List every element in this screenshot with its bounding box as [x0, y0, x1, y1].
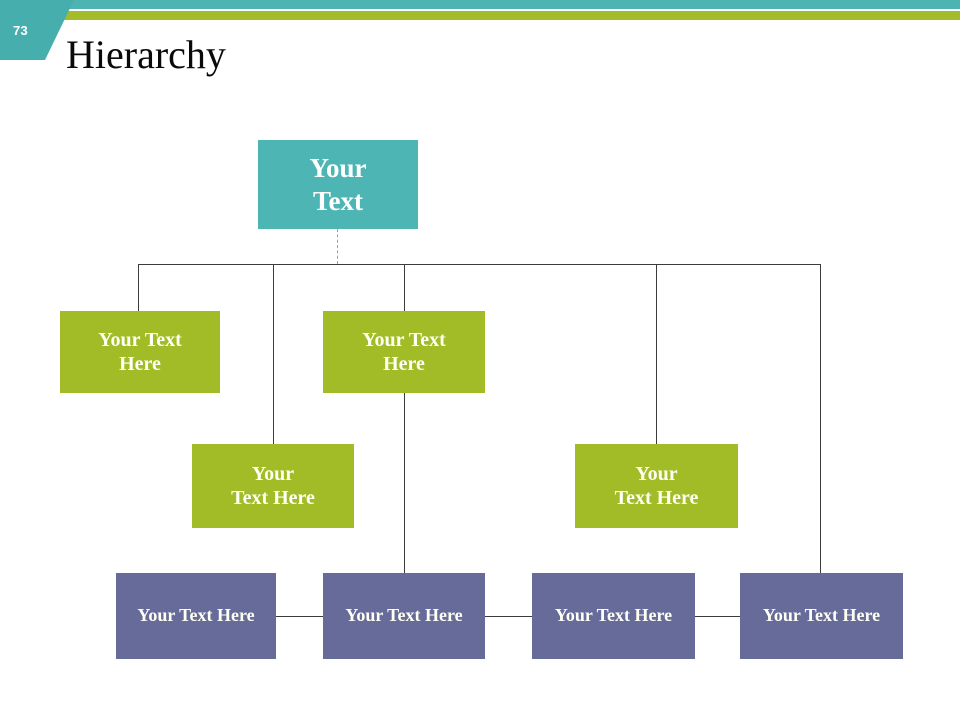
top-olive-bar — [0, 11, 960, 20]
node-level2-1-line1: Your Text — [98, 328, 182, 351]
connector-drop-2 — [273, 264, 274, 444]
node-level2-2-line2: Here — [383, 353, 425, 375]
node-root[interactable]: Your Text — [258, 140, 418, 229]
connector-bottom-link-3 — [695, 616, 741, 617]
connector-bottom-link-2 — [485, 616, 533, 617]
connector-bus-main — [138, 264, 821, 265]
node-level3-2[interactable]: Your Text Here — [575, 444, 738, 528]
connector-drop-5 — [820, 264, 821, 573]
node-level3-1[interactable]: Your Text Here — [192, 444, 354, 528]
node-level3-2-line1: Your — [635, 462, 678, 485]
node-level4-1-label: Your Text Here — [137, 605, 255, 626]
page-title: Hierarchy — [66, 32, 226, 77]
connector-root-stub — [337, 229, 338, 264]
node-level2-2-line1: Your Text — [362, 328, 446, 351]
node-root-line2: Text — [312, 185, 363, 216]
node-level3-1-line1: Your — [251, 462, 295, 485]
node-level4-4-label: Your Text Here — [762, 605, 881, 626]
node-level2-1-line2: Here — [119, 353, 161, 375]
connector-mid-to-bottom — [404, 393, 405, 573]
node-level3-1-line2: Text Here — [231, 487, 315, 509]
top-teal-bar — [0, 0, 960, 9]
node-level4-3-label: Your Text Here — [554, 605, 673, 626]
connector-drop-4 — [656, 264, 657, 444]
connector-drop-3 — [404, 264, 405, 311]
node-level3-2-line2: Text Here — [614, 487, 699, 509]
page-number-label: 73 — [13, 23, 29, 38]
node-root-line1: Your — [309, 152, 367, 183]
connector-drop-1 — [138, 264, 139, 311]
connector-bottom-link-1 — [276, 616, 323, 617]
node-level4-1[interactable]: Your Text Here — [116, 573, 276, 659]
node-level4-3[interactable]: Your Text Here — [532, 573, 695, 659]
node-level4-2-label: Your Text Here — [345, 605, 463, 626]
node-level2-1[interactable]: Your Text Here — [60, 311, 220, 393]
node-level2-2[interactable]: Your Text Here — [323, 311, 485, 393]
node-level4-4[interactable]: Your Text Here — [740, 573, 903, 659]
node-level4-2[interactable]: Your Text Here — [323, 573, 485, 659]
